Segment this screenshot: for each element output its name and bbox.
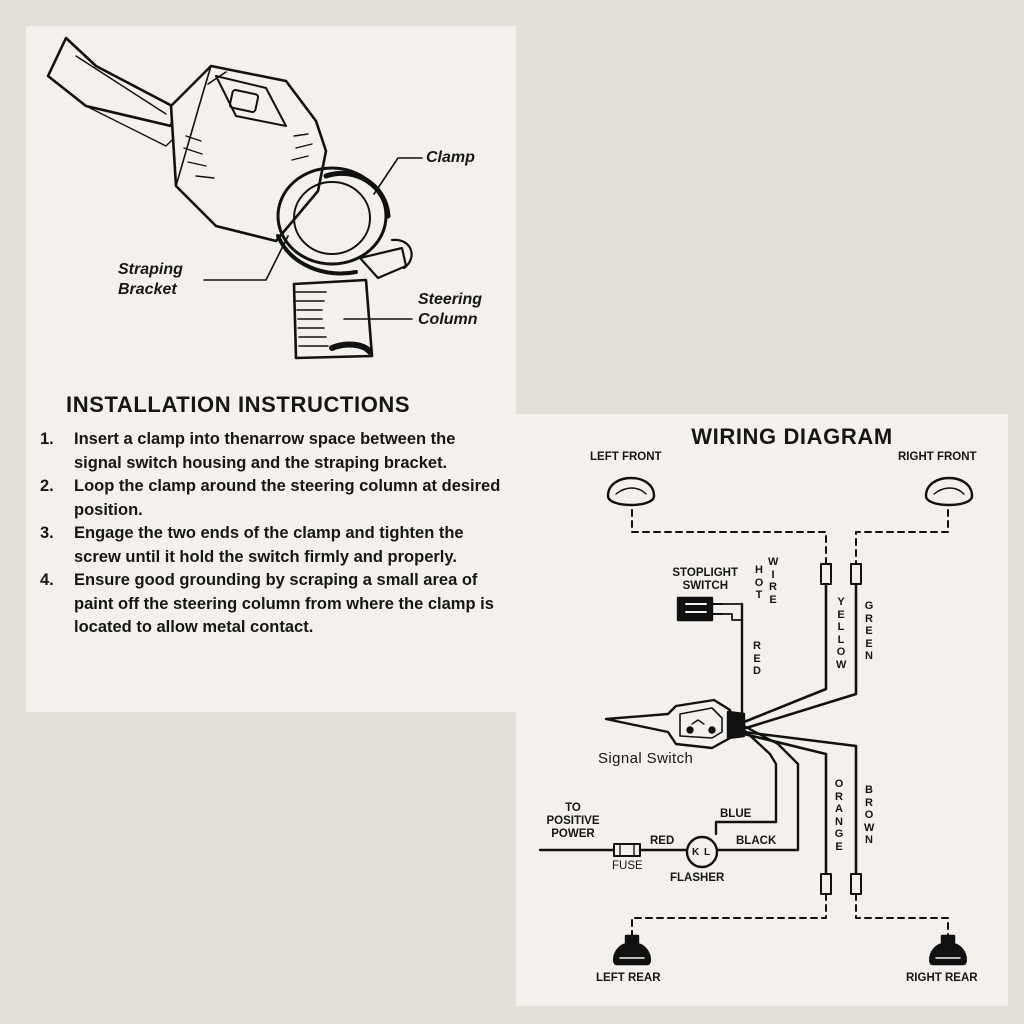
installation-title: INSTALLATION INSTRUCTIONS xyxy=(66,392,411,417)
to-positive-power-line2: POSITIVE xyxy=(546,815,600,827)
wiring-title: WIRING DIAGRAM xyxy=(691,424,893,449)
right-front-lamp-icon xyxy=(924,476,974,507)
step-number: 2. xyxy=(40,477,54,495)
instruction-steps: 1. Insert a clamp into thenarrow space be… xyxy=(40,428,506,640)
to-positive-power-label: TO POSITIVE POWER xyxy=(534,802,612,841)
left-rear-lamp-icon xyxy=(612,934,652,966)
step-text: Engage the two ends of the clamp and tig… xyxy=(74,524,464,566)
step-text: Ensure good grounding by scraping a smal… xyxy=(74,571,494,636)
flasher-terminal-l: L xyxy=(704,847,711,858)
stoplight-switch-label-line2: SWITCH xyxy=(682,580,728,592)
to-positive-power-line1: TO xyxy=(565,802,581,814)
right-rear-lamp-icon xyxy=(928,934,968,966)
flasher-terminal-k: K xyxy=(692,847,700,858)
step-text: Insert a clamp into thenarrow space betw… xyxy=(74,430,456,472)
flasher-label: FLASHER xyxy=(670,872,725,884)
wire-label-black: BLACK xyxy=(736,835,777,847)
straping-bracket-label: Straping Bracket xyxy=(118,260,183,300)
wire-label-red-power: RED xyxy=(650,835,675,847)
steering-column-label-line2: Column xyxy=(418,311,478,328)
wiring-card: WIRING DIAGRAM LEFT FRONT RIGHT FRONT LE… xyxy=(516,414,1008,1006)
straping-bracket-label-line2: Bracket xyxy=(118,281,177,298)
left-front-lamp-icon xyxy=(606,476,656,507)
left-rear-label: LEFT REAR xyxy=(596,972,661,984)
fuse-label: FUSE xyxy=(612,860,643,872)
steering-column-label-line1: Steering xyxy=(418,291,483,308)
clamp-label: Clamp xyxy=(426,149,475,166)
step-number: 1. xyxy=(40,430,54,448)
right-rear-label: RIGHT REAR xyxy=(906,972,978,984)
instruction-step: 1. Insert a clamp into thenarrow space be… xyxy=(40,428,506,475)
steering-column-label: Steering Column xyxy=(418,290,482,330)
left-front-label: LEFT FRONT xyxy=(590,451,662,463)
step-number: 3. xyxy=(40,524,54,542)
signal-switch-label: Signal Switch xyxy=(598,750,694,767)
straping-bracket-label-line1: Straping xyxy=(118,261,183,278)
signal-switch-icon xyxy=(604,698,746,750)
installation-card: Clamp Straping Bracket Steering Column I… xyxy=(26,26,516,712)
fuse-icon xyxy=(613,843,641,857)
switch-clamp-illustration xyxy=(46,36,423,360)
instruction-step: 4. Ensure good grounding by scraping a sm… xyxy=(40,569,506,640)
flasher-icon xyxy=(685,835,719,869)
instruction-step: 3. Engage the two ends of the clamp and t… xyxy=(40,522,506,569)
step-number: 4. xyxy=(40,571,54,589)
right-front-label: RIGHT FRONT xyxy=(898,451,977,463)
to-positive-power-line3: POWER xyxy=(551,828,595,840)
wire-label-blue: BLUE xyxy=(720,808,752,820)
stoplight-switch-label: STOPLIGHT SWITCH xyxy=(652,567,738,593)
stoplight-switch-label-line1: STOPLIGHT xyxy=(672,567,738,579)
step-text: Loop the clamp around the steering colum… xyxy=(74,477,501,519)
wiring-schematic xyxy=(538,476,974,966)
instruction-step: 2. Loop the clamp around the steering col… xyxy=(40,475,506,522)
